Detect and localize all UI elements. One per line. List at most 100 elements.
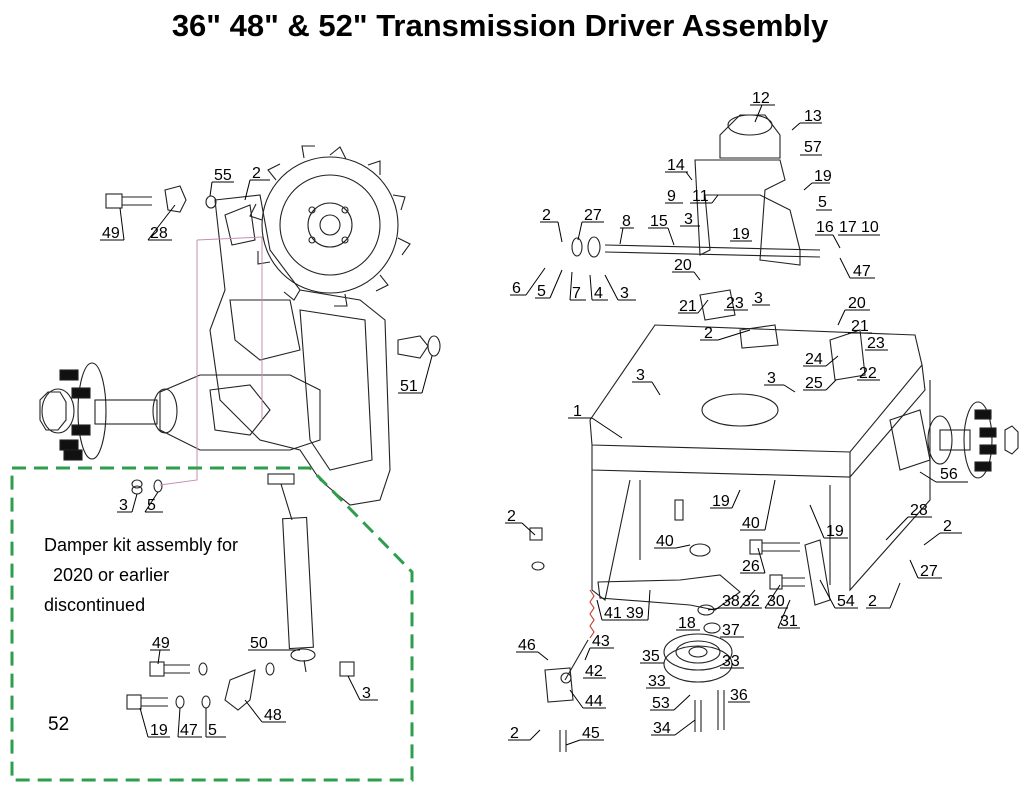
callout-39: 39 (626, 605, 644, 622)
callout-20b: 20 (848, 295, 866, 312)
callout-19: 19 (814, 168, 832, 185)
callout-24: 24 (805, 351, 823, 368)
callout-53: 53 (652, 695, 670, 712)
transmission-drawing (39, 145, 441, 506)
callout-22: 22 (859, 365, 877, 382)
callout-35: 35 (642, 648, 660, 665)
callout-20: 20 (674, 257, 692, 274)
callout-13: 13 (804, 108, 822, 125)
callout-32: 32 (742, 593, 760, 610)
callout-numbers: 12 13 57 14 9 11 19 5 2 27 8 15 3 16 17 … (102, 90, 958, 742)
callout-42: 42 (585, 663, 603, 680)
callout-3c: 3 (754, 290, 763, 307)
transmission-housing (209, 194, 391, 506)
callout-40: 40 (742, 515, 760, 532)
callout-26: 26 (742, 558, 760, 575)
callout-55: 55 (214, 167, 232, 184)
callout-5c: 5 (147, 497, 156, 514)
callout-36: 36 (730, 687, 748, 704)
callout-5: 5 (818, 194, 827, 211)
damper-note-line3: discontinued (44, 595, 146, 615)
callout-23: 23 (726, 295, 744, 312)
diagram-title: 36" 48" & 52" Transmission Driver Assemb… (171, 8, 829, 43)
callout-2d: 2 (943, 518, 952, 535)
callout-27: 27 (584, 207, 602, 224)
callout-47: 47 (853, 263, 871, 280)
callout-3d: 3 (636, 367, 645, 384)
right-wheel-hub (927, 401, 1019, 479)
callout-51: 51 (400, 378, 418, 395)
callout-19b: 19 (732, 226, 750, 243)
callout-48: 48 (264, 707, 282, 724)
callout-19c: 19 (712, 493, 730, 510)
callout-2b: 2 (704, 325, 713, 342)
callout-31: 31 (780, 613, 798, 630)
callout-5b: 5 (537, 283, 546, 300)
spring-41 (589, 589, 595, 639)
callout-44: 44 (585, 693, 603, 710)
callout-28: 28 (910, 502, 928, 519)
callout-7: 7 (572, 285, 581, 302)
pulley-35 (663, 633, 733, 683)
bracket-28 (164, 185, 187, 213)
damper-note-line2: 2020 or earlier (53, 565, 170, 585)
callout-45: 45 (582, 725, 600, 742)
idler-arm-39 (597, 574, 741, 611)
callout-2e: 2 (868, 593, 877, 610)
cap-12 (719, 114, 781, 159)
callout-30: 30 (767, 593, 785, 610)
left-wheel-hub (39, 362, 158, 461)
callout-11: 11 (692, 188, 709, 205)
callout-3e: 3 (767, 370, 776, 387)
callout-47b: 47 (180, 722, 198, 739)
callout-10: 10 (861, 219, 879, 236)
callout-43: 43 (592, 633, 610, 650)
callout-18: 18 (678, 615, 696, 632)
axle-tube (159, 374, 321, 451)
damper-kit-dashed-box (10, 466, 414, 782)
callout-3: 3 (684, 211, 693, 228)
callout-9: 9 (667, 188, 676, 205)
callout-40b: 40 (656, 533, 674, 550)
callout-3b: 3 (620, 285, 629, 302)
hidden-lines (159, 236, 263, 486)
callout-23b: 23 (867, 335, 885, 352)
callout-27b: 27 (920, 563, 938, 580)
callout-49b: 49 (152, 635, 170, 652)
callout-33: 33 (722, 653, 740, 670)
callout-17: 17 (839, 219, 857, 236)
callout-54: 54 (837, 593, 855, 610)
damper-cylinder (126, 473, 355, 711)
fitting-51 (397, 335, 429, 359)
callout-19e: 19 (150, 722, 168, 739)
callout-2f: 2 (510, 725, 519, 742)
callout-38: 38 (722, 593, 740, 610)
callout-2: 2 (542, 207, 551, 224)
callout-5d: 5 (208, 722, 217, 739)
bolt-49 (105, 193, 123, 209)
callout-46: 46 (518, 637, 536, 654)
callout-19d: 19 (826, 523, 844, 540)
callout-34: 34 (653, 720, 671, 737)
callout-2c: 2 (507, 508, 516, 525)
damper-kit-note: Damper kit assembly for 2020 or earlier … (44, 530, 238, 620)
cooling-fan (249, 145, 411, 307)
callout-16: 16 (816, 219, 834, 236)
callout-3f: 3 (119, 497, 128, 514)
leader-lines (100, 104, 968, 746)
shaft-15 (604, 244, 821, 251)
callout-28b: 28 (150, 225, 168, 242)
washer-55 (205, 195, 217, 209)
callout-6: 6 (512, 280, 521, 297)
callout-3g: 3 (362, 685, 371, 702)
spring-bracket-44 (544, 667, 574, 703)
plate-cutout (701, 393, 779, 427)
callout-4: 4 (594, 285, 603, 302)
callout-15: 15 (650, 213, 668, 230)
callout-41: 41 (604, 605, 622, 622)
callout-21b: 21 (851, 318, 869, 335)
callout-21: 21 (679, 298, 697, 315)
callout-56: 56 (940, 466, 958, 483)
callout-2g: 2 (252, 165, 261, 182)
